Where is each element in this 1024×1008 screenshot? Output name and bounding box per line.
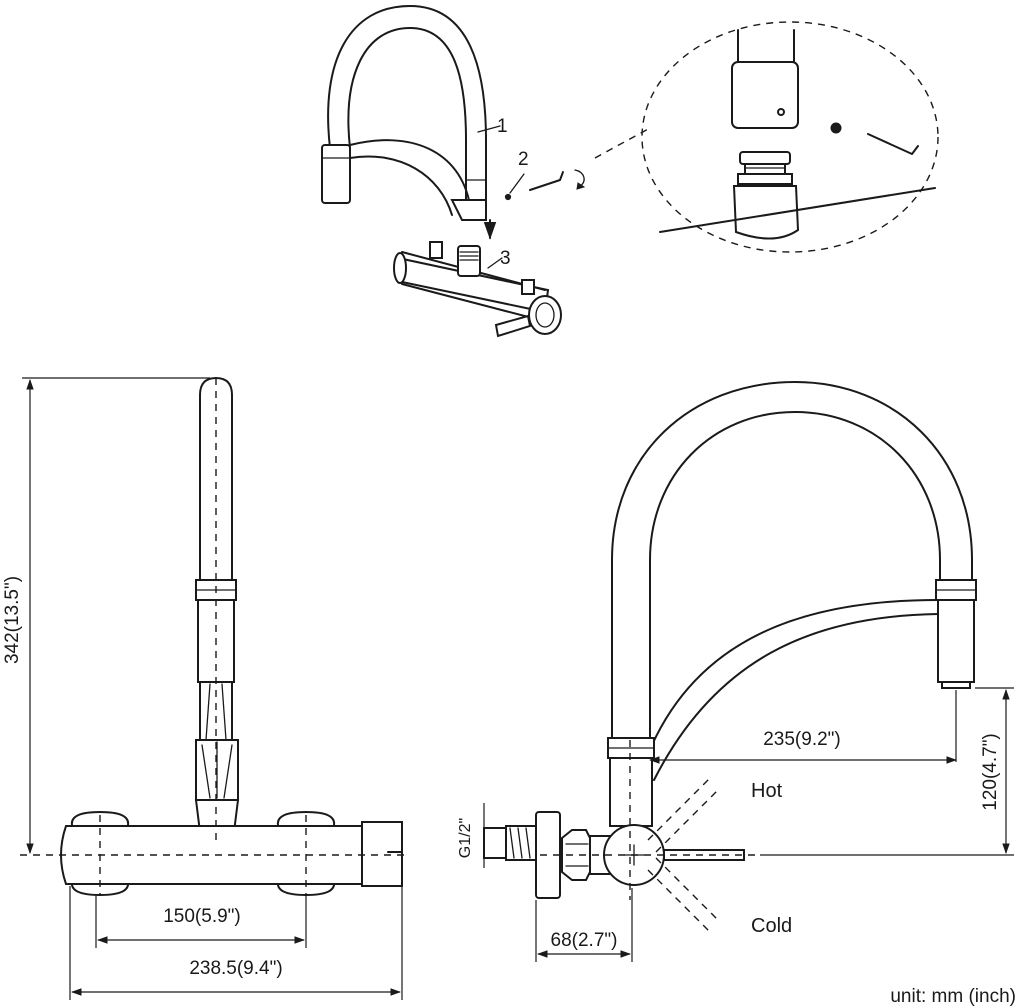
height-dimension-label: 342(13.5") [2, 576, 23, 664]
assembly-view: 1 2 3 [321, 5, 651, 338]
overall-width-label: 238.5(9.4") [189, 958, 282, 979]
callout-3: 3 [500, 248, 511, 269]
callout-1: 1 [497, 116, 508, 137]
connection-detail [641, 21, 939, 253]
unit-note: unit: mm (inch) [890, 986, 1016, 1007]
side-dimensions: 235(9.2") 120(4.7") G1/2" 68(2.7") Hot C… [457, 687, 1014, 962]
front-dimensions: 342(13.5") 150(5.9") 238.5(9.4") [2, 377, 403, 1000]
spout-height-label: 120(4.7") [980, 733, 1001, 811]
reach-dimension-label: 235(9.2") [763, 729, 841, 750]
projection-label: 68(2.7") [551, 930, 618, 951]
side-view [483, 381, 977, 935]
set-screw-icon [504, 193, 512, 201]
thread-size-label: G1/2" [457, 818, 474, 858]
allen-key-icon [529, 171, 564, 191]
hot-label: Hot [751, 780, 783, 802]
front-view [20, 376, 405, 897]
cold-label: Cold [751, 915, 792, 937]
lever-handle [494, 314, 532, 338]
center-spacing-label: 150(5.9") [163, 906, 241, 927]
callout-2: 2 [518, 149, 529, 170]
